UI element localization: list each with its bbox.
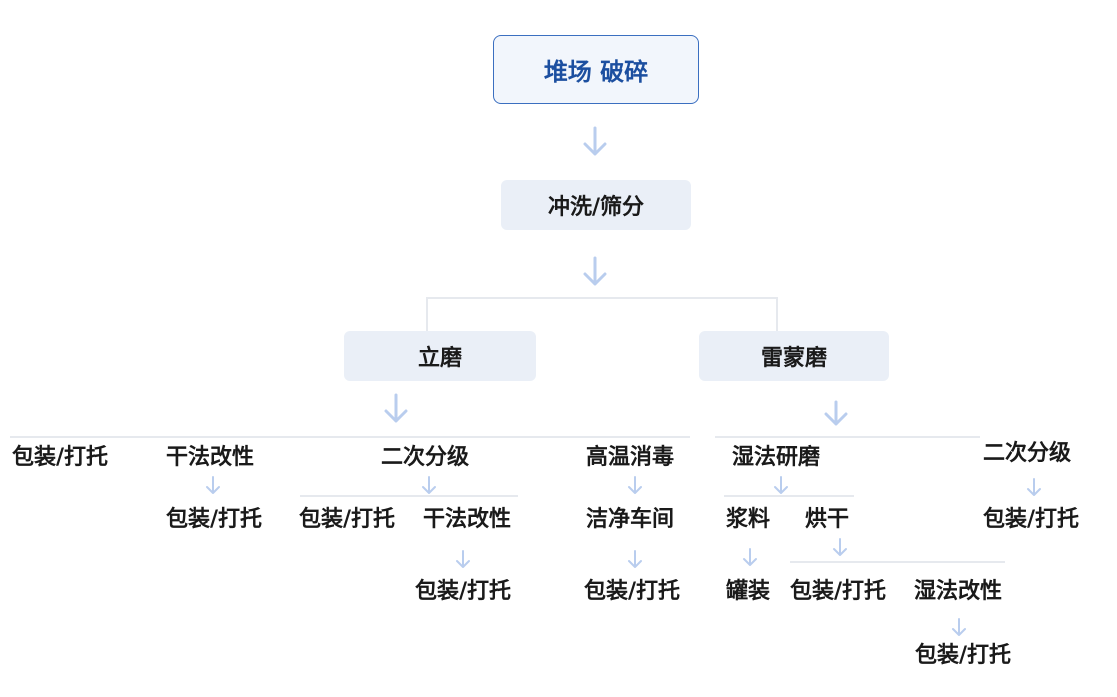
branch-connector-left	[426, 297, 428, 333]
raymond-mill-node: 雷蒙磨	[699, 331, 889, 381]
arrow-down-icon	[384, 393, 408, 425]
left-level-line	[10, 436, 690, 438]
package-label: 包装/打托	[12, 445, 109, 470]
dry-modify-package-label: 包装/打托	[166, 507, 263, 532]
wet-grind-sub-line	[724, 495, 854, 497]
branch-connector-right	[776, 297, 778, 333]
arrow-down-icon	[205, 476, 221, 496]
right-level-line	[715, 436, 980, 438]
drying-sub-line	[790, 561, 1005, 563]
arrow-down-icon	[627, 476, 643, 496]
wet-modify-package-label: 包装/打托	[915, 643, 1012, 668]
arrow-down-icon	[455, 550, 471, 570]
arrow-down-icon	[583, 126, 607, 158]
arrow-down-icon	[742, 548, 758, 568]
wash-screen-node: 冲洗/筛分	[501, 180, 691, 230]
clean-workshop-package-label: 包装/打托	[584, 579, 681, 604]
classify-dry-modify-package-label: 包装/打托	[415, 579, 512, 604]
arrow-down-icon	[421, 476, 437, 496]
slurry-label: 浆料	[726, 507, 771, 532]
root-node: 堆场 破碎	[493, 35, 699, 104]
raymond-mill-label: 雷蒙磨	[760, 346, 827, 371]
arrow-down-icon	[627, 550, 643, 570]
secondary-classify-label: 二次分级	[381, 445, 470, 470]
arrow-down-icon	[1026, 478, 1042, 498]
canning-label: 罐装	[726, 579, 771, 604]
classify-sub-line	[300, 495, 518, 497]
drying-package-label: 包装/打托	[790, 579, 887, 604]
clean-workshop-label: 洁净车间	[586, 507, 675, 532]
branch-connector	[426, 297, 778, 299]
arrow-down-icon	[773, 476, 789, 496]
secondary-classify-right-label: 二次分级	[983, 441, 1072, 466]
wet-grind-label: 湿法研磨	[732, 445, 821, 470]
dry-modify-label: 干法改性	[166, 445, 255, 470]
arrow-down-icon	[824, 400, 848, 428]
root-label: 堆场 破碎	[543, 58, 649, 86]
arrow-down-icon	[832, 538, 848, 558]
classify-package-label: 包装/打托	[299, 507, 396, 532]
classify-dry-modify-label: 干法改性	[423, 507, 512, 532]
classify-right-package-label: 包装/打托	[983, 507, 1080, 532]
high-temp-label: 高温消毒	[586, 445, 675, 470]
wash-screen-label: 冲洗/筛分	[547, 195, 645, 220]
drying-label: 烘干	[805, 507, 850, 532]
arrow-down-icon	[951, 618, 967, 638]
arrow-down-icon	[583, 256, 607, 288]
vertical-mill-label: 立磨	[417, 346, 462, 371]
vertical-mill-node: 立磨	[344, 331, 536, 381]
wet-modify-label: 湿法改性	[914, 579, 1003, 604]
